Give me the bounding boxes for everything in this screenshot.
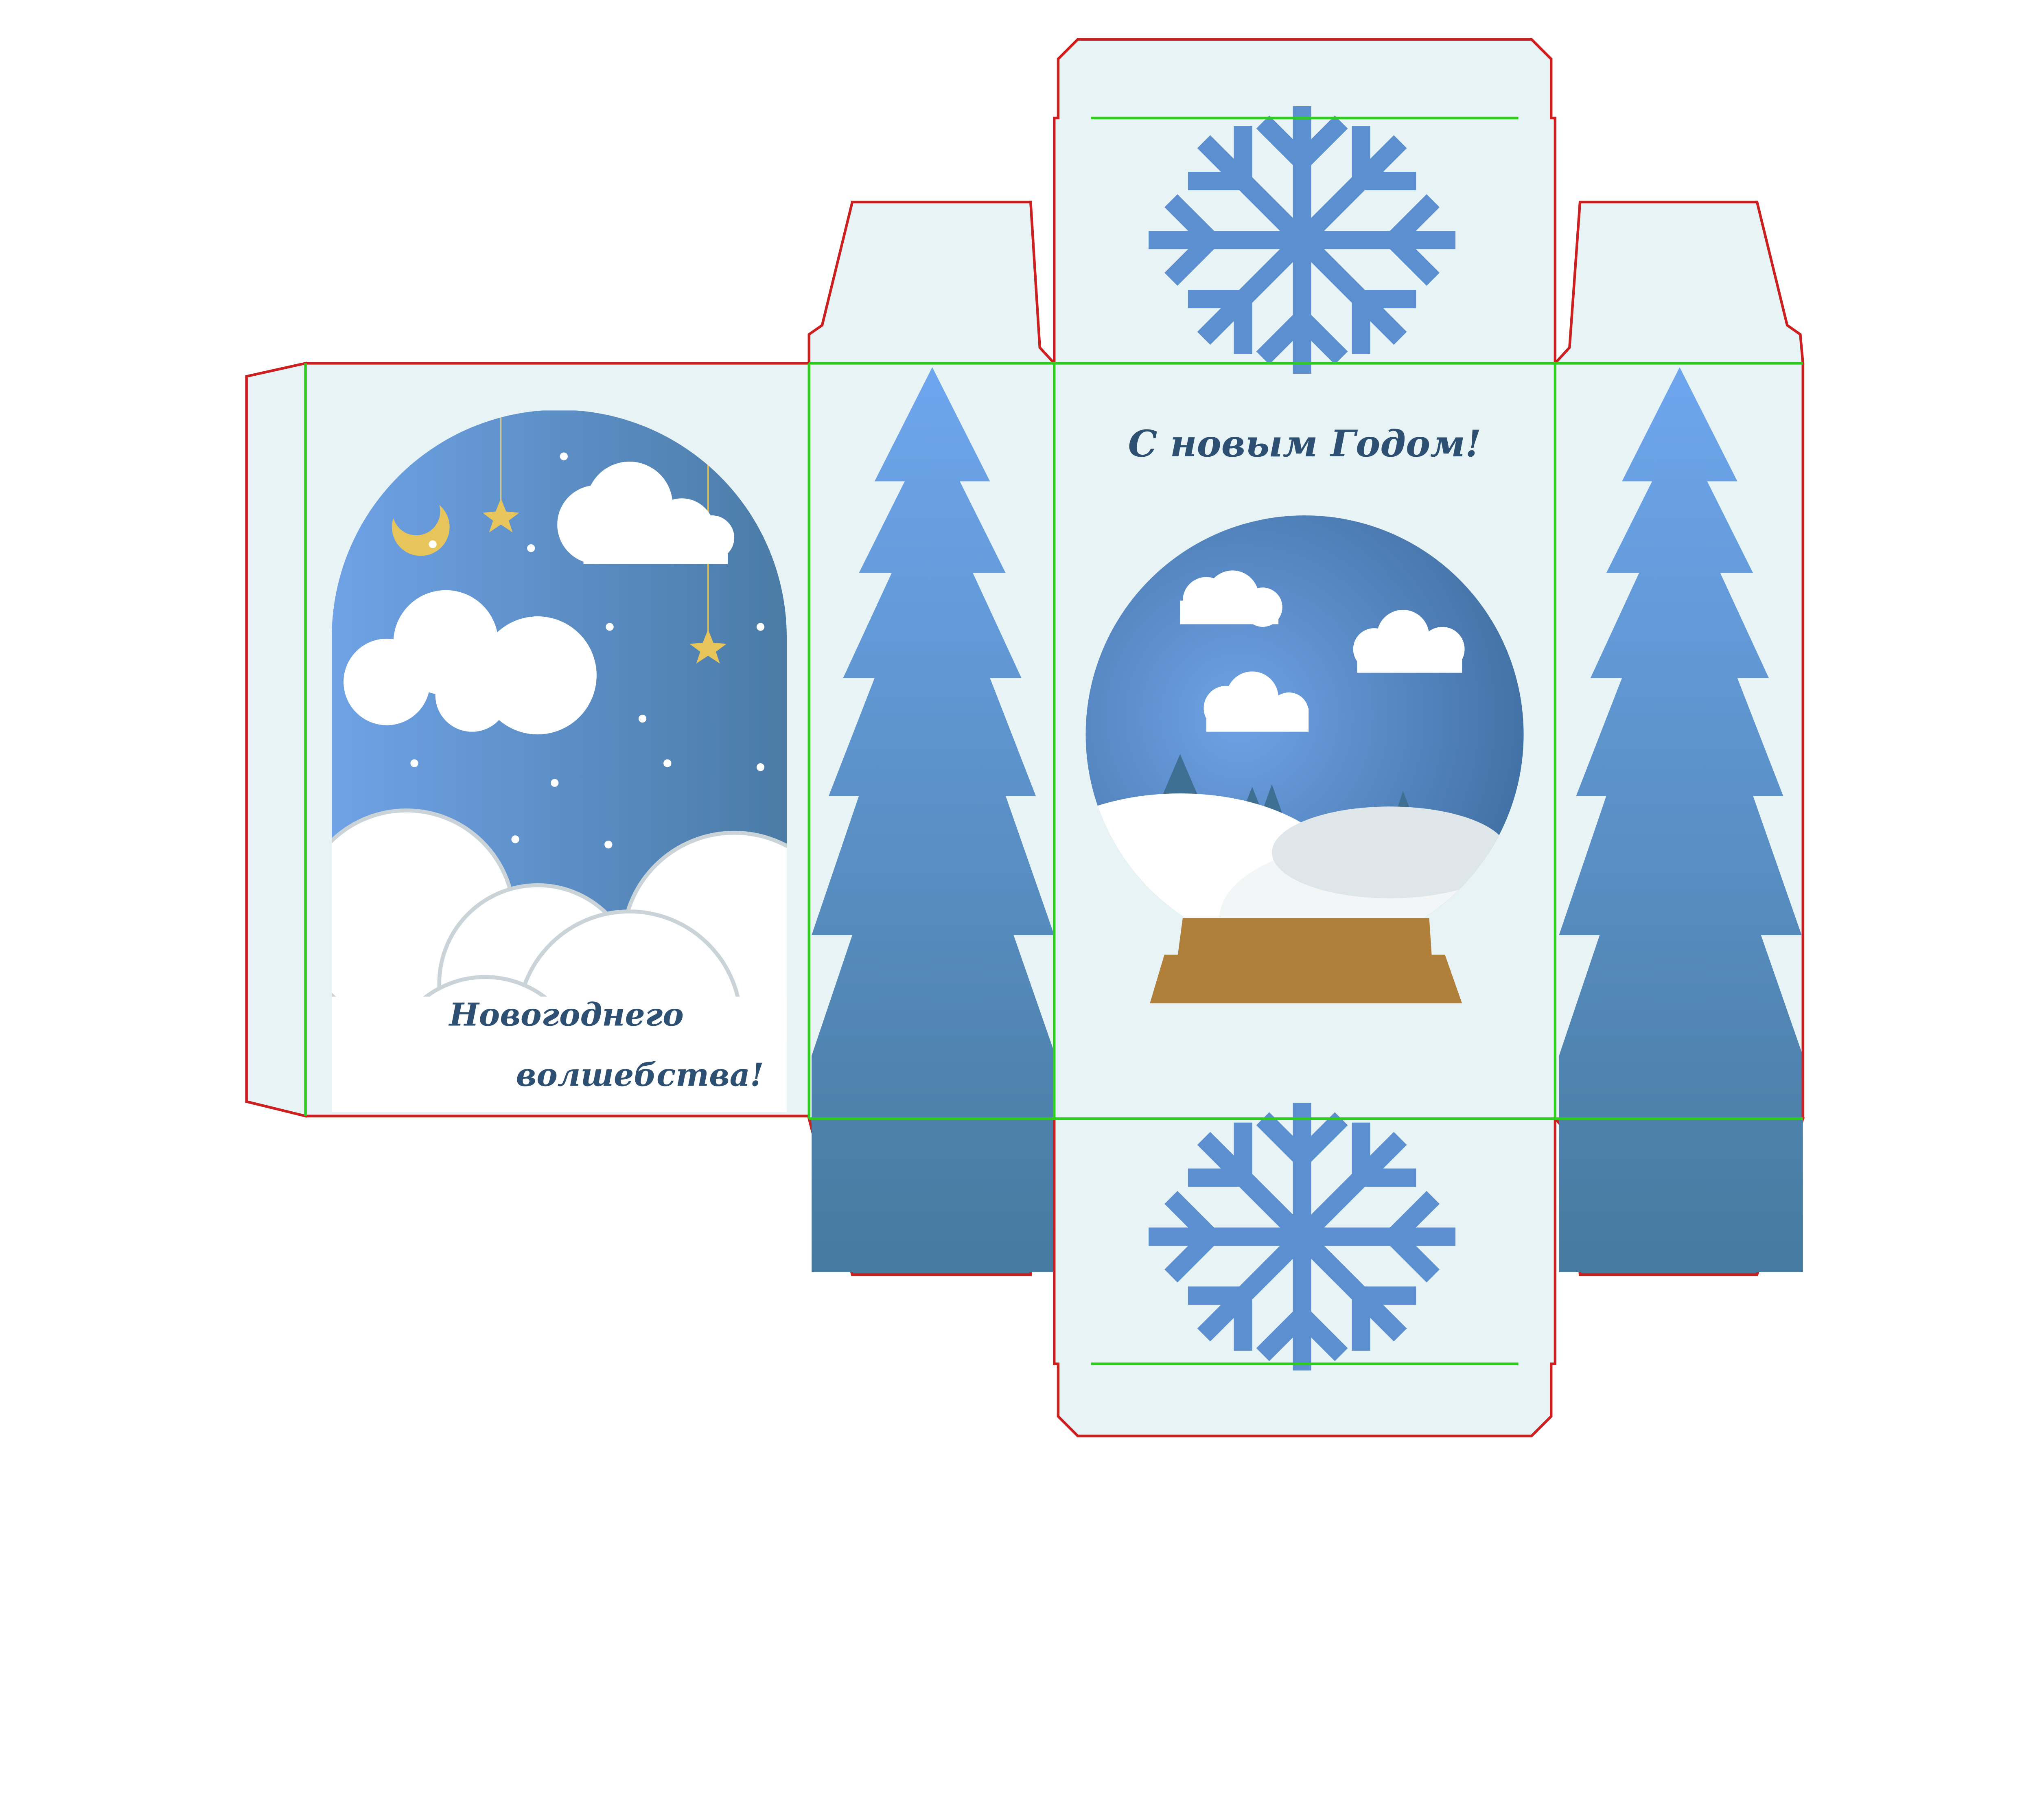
tree-side-panel-left xyxy=(807,200,1057,1276)
top-flap xyxy=(1552,200,1805,365)
globe-base xyxy=(1177,918,1432,957)
cut-line xyxy=(305,362,1804,1119)
star-icon xyxy=(482,498,519,532)
side-greeting-line1: Новогоднего xyxy=(449,996,684,1033)
fold-line xyxy=(304,116,1803,1365)
night-sky-scene xyxy=(332,410,787,1112)
star-icon xyxy=(689,629,726,664)
front-panel: С новым Годом! xyxy=(1053,38,1557,1437)
clouds xyxy=(344,452,765,849)
globe-stand xyxy=(1150,955,1462,1003)
tree-side-panel-right xyxy=(1552,200,1805,1276)
front-greeting: С новым Годом! xyxy=(1128,422,1481,465)
top-flap xyxy=(807,200,1057,365)
snow-clouds xyxy=(332,808,787,1112)
glue-flap xyxy=(245,361,307,1118)
gift-box-template: Новогоднего волшебства! С новым Годом! xyxy=(245,38,1805,1437)
left-side-panel: Новогоднего волшебства! xyxy=(245,361,808,1118)
die-lines xyxy=(304,116,1804,1365)
side-greeting-line2: волшебства! xyxy=(516,1057,764,1094)
